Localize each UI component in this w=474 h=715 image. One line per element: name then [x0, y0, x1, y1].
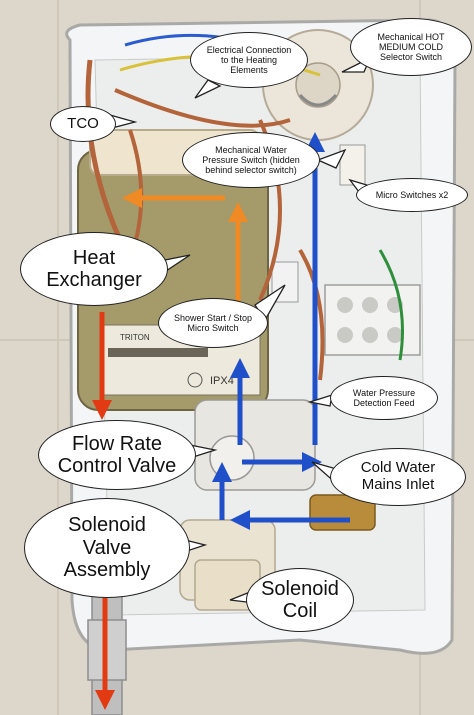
callout-micro-switches: Micro Switches x2 — [356, 178, 468, 212]
flow-valve-body — [194, 399, 316, 491]
label-electrical-connection: Electrical Connection to the Heating Ele… — [206, 44, 292, 76]
nameplate-brand: TRITON — [120, 333, 150, 342]
callout-heat-exchanger: Heat Exchanger — [20, 232, 168, 306]
label-pressure-feed: Water Pressure Detection Feed — [352, 387, 416, 408]
label-pressure-switch: Mechanical Water Pressure Switch (hidden… — [202, 144, 300, 176]
label-cold-inlet: Cold Water Mains Inlet — [360, 459, 436, 493]
label-tco: TCO — [67, 114, 99, 132]
callout-solenoid-valve: Solenoid Valve Assembly — [24, 498, 190, 598]
label-micro-switches: Micro Switches x2 — [375, 189, 449, 200]
callout-tco: TCO — [50, 106, 116, 142]
label-selector-switch: Mechanical HOT MEDIUM COLD Selector Swit… — [377, 31, 445, 63]
terminal-block — [324, 284, 421, 356]
callout-electrical-connection: Electrical Connection to the Heating Ele… — [190, 32, 308, 88]
label-solenoid-valve: Solenoid Valve Assembly — [63, 514, 151, 582]
label-solenoid-coil: Solenoid Coil — [261, 577, 339, 622]
label-start-stop-switch: Shower Start / Stop Micro Switch — [173, 312, 253, 333]
cold-flow-arrows — [212, 132, 350, 530]
callout-cold-inlet: Cold Water Mains Inlet — [330, 448, 466, 506]
callout-pressure-feed: Water Pressure Detection Feed — [330, 376, 438, 420]
callout-start-stop-switch: Shower Start / Stop Micro Switch — [158, 298, 268, 348]
callout-pressure-switch: Mechanical Water Pressure Switch (hidden… — [182, 132, 320, 188]
callout-solenoid-coil: Solenoid Coil — [246, 568, 354, 632]
callout-flow-valve: Flow Rate Control Valve — [38, 420, 196, 490]
label-flow-valve: Flow Rate Control Valve — [57, 432, 177, 477]
callout-selector-switch: Mechanical HOT MEDIUM COLD Selector Swit… — [350, 18, 472, 76]
label-heat-exchanger: Heat Exchanger — [46, 246, 142, 291]
nameplate-rating: IPX4 — [210, 375, 234, 387]
